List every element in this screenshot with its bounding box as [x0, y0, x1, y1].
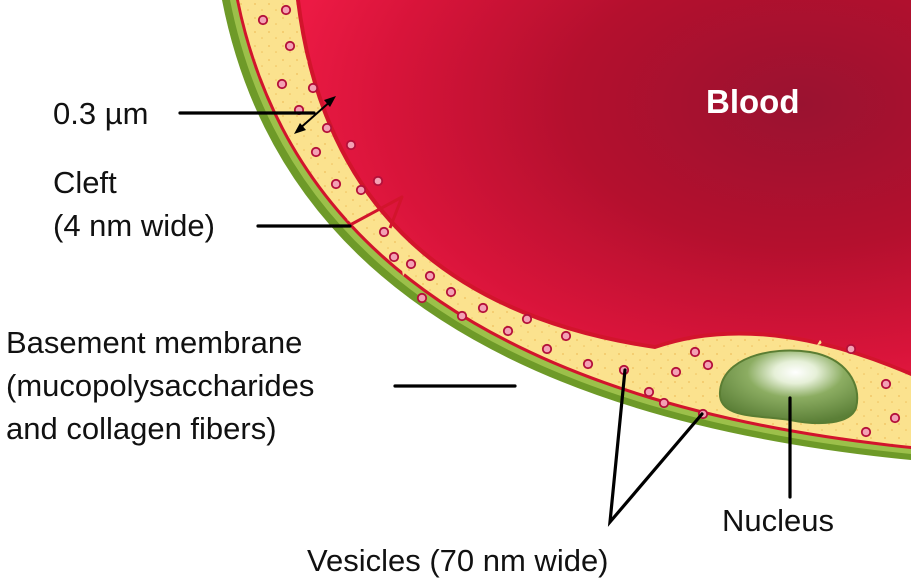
- vesicle: [847, 345, 855, 353]
- blood-lumen: [300, 0, 911, 372]
- vesicle: [286, 42, 294, 50]
- basement-label-line3: and collagen fibers): [6, 411, 277, 446]
- vesicle: [691, 348, 699, 356]
- vesicle: [523, 315, 531, 323]
- vesicle: [309, 84, 317, 92]
- vesicle: [882, 380, 890, 388]
- vesicle: [426, 272, 434, 280]
- vesicle: [504, 327, 512, 335]
- thickness-label: 0.3 µm: [53, 96, 148, 131]
- vesicle: [672, 368, 680, 376]
- vesicle: [323, 124, 331, 132]
- vesicle: [447, 288, 455, 296]
- vesicle: [562, 332, 570, 340]
- basement-label-line2: (mucopolysaccharides: [6, 368, 314, 403]
- vesicle: [704, 361, 712, 369]
- basement-label-line1: Basement membrane: [6, 325, 302, 360]
- vesicle: [862, 428, 870, 436]
- vesicle: [584, 360, 592, 368]
- nucleus-label: Nucleus: [722, 503, 834, 538]
- vesicle: [278, 80, 286, 88]
- vesicle: [374, 177, 382, 185]
- vesicles-label: Vesicles (70 nm wide): [307, 543, 609, 578]
- vesicle: [458, 312, 466, 320]
- blood-label: Blood: [706, 83, 799, 120]
- vesicle: [380, 228, 388, 236]
- vesicle: [645, 388, 653, 396]
- cleft-label-line1: Cleft: [53, 165, 117, 200]
- vesicle: [660, 399, 668, 407]
- vesicle: [332, 180, 340, 188]
- vesicle: [357, 186, 365, 194]
- vesicle: [390, 253, 398, 261]
- vesicle: [312, 148, 320, 156]
- vesicle: [282, 6, 290, 14]
- vesicle: [347, 141, 355, 149]
- vesicle: [418, 294, 426, 302]
- vesicle: [259, 16, 267, 24]
- cleft-label-line2: (4 nm wide): [53, 208, 215, 243]
- vesicle: [407, 260, 415, 268]
- vesicle: [891, 414, 899, 422]
- vesicle: [479, 304, 487, 312]
- vesicle: [543, 345, 551, 353]
